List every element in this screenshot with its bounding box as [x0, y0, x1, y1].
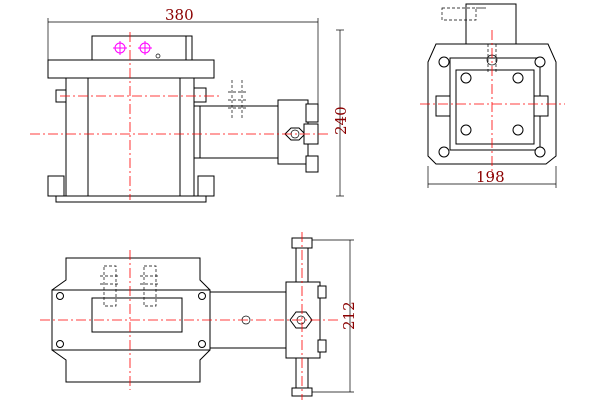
dimension-380: 380 [165, 6, 194, 24]
dimension-212: 212 [340, 301, 358, 330]
dimension-240: 240 [332, 106, 350, 135]
port-fittings-front [113, 41, 152, 55]
top-view: 212 [40, 232, 358, 400]
front-view: 380 [30, 6, 350, 203]
top-view-hidden-ports [100, 265, 160, 307]
side-view-bolts [438, 56, 546, 158]
dimension-198: 198 [476, 168, 505, 186]
side-view: 198 [420, 3, 565, 188]
